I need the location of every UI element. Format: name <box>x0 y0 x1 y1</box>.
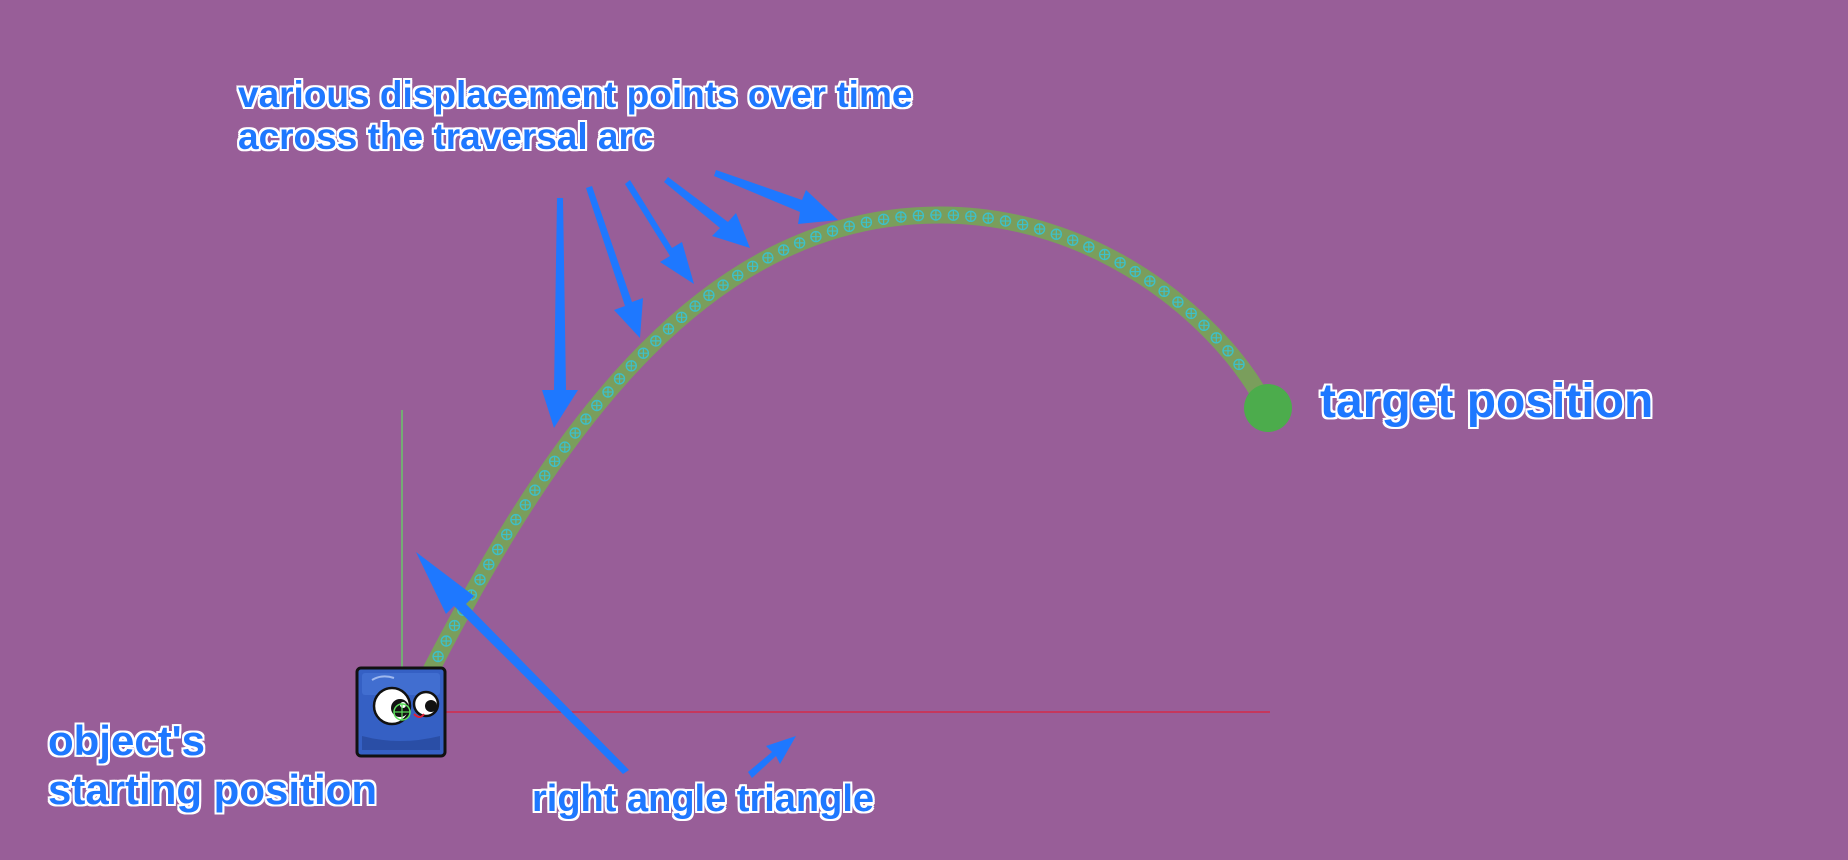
displacement-point-icon <box>717 279 729 291</box>
displacement-point-icon <box>1144 275 1156 287</box>
displacement-point-icon <box>1016 218 1029 231</box>
arrow-1 <box>542 198 578 428</box>
displacement-point-icon <box>860 216 873 229</box>
displacement-point-icon <box>965 210 977 223</box>
arrow-triangle-hypotenuse <box>416 552 629 774</box>
displacement-point-icon <box>843 220 855 233</box>
displacement-point-icon <box>602 386 614 398</box>
displacement-point-icon <box>999 215 1012 227</box>
pointer-arrows <box>416 170 838 778</box>
displacement-point-icon <box>1233 358 1245 371</box>
displacement-point-icon <box>982 212 994 224</box>
displacement-point-icon <box>1129 265 1141 278</box>
displacement-point-icon <box>662 323 675 335</box>
arrow-2 <box>586 186 643 338</box>
displacement-point-icon <box>483 558 495 571</box>
arrow-3 <box>625 180 694 284</box>
displacement-point-icon <box>1033 223 1046 235</box>
displacement-point-icon <box>637 347 650 359</box>
displacement-point-icon <box>675 311 688 323</box>
displacement-point-icon <box>591 399 603 412</box>
displacement-point-icon <box>1198 319 1210 331</box>
displacement-point-icon <box>1172 296 1184 308</box>
displacement-points <box>432 209 1245 663</box>
displacement-points-label: various displacement points over time ac… <box>238 74 912 158</box>
displacement-point-icon <box>930 209 942 221</box>
displacement-point-icon <box>689 300 701 312</box>
target-position-label: target position <box>1320 375 1654 428</box>
starting-position-label-line-2: starting position <box>48 766 377 814</box>
displacement-point-icon <box>1050 228 1063 240</box>
displacement-point-icon <box>492 543 504 556</box>
displacement-point-icon <box>1083 241 1095 253</box>
starting-position-label-line-1: object's <box>48 717 206 764</box>
displacement-point-icon <box>432 650 444 663</box>
displacement-points-label-line-2: across the traversal arc <box>238 115 654 157</box>
traversal-arc <box>421 206 1267 681</box>
displacement-point-icon <box>1158 285 1170 297</box>
arrow-5 <box>714 170 838 224</box>
displacement-point-icon <box>1098 248 1111 261</box>
displacement-point-icon <box>448 619 461 632</box>
target-dot <box>1244 384 1292 432</box>
displacement-point-icon <box>510 513 522 526</box>
displacement-point-icon <box>625 360 637 372</box>
displacement-point-icon <box>1185 307 1197 320</box>
start-object-icon <box>355 666 447 758</box>
displacement-point-icon <box>912 209 925 222</box>
displacement-point-icon <box>440 635 452 647</box>
displacement-point-icon <box>777 244 790 256</box>
displacement-point-icon <box>895 211 907 223</box>
displacement-point-icon <box>877 213 890 226</box>
displacement-point-icon <box>613 373 626 385</box>
arrow-4 <box>664 177 750 248</box>
displacement-point-icon <box>548 455 561 467</box>
displacement-point-icon <box>1114 257 1126 269</box>
displacement-point-icon <box>703 289 715 301</box>
displacement-point-icon <box>793 237 806 249</box>
displacement-point-icon <box>762 252 774 264</box>
displacement-point-icon <box>810 230 822 243</box>
displacement-point-icon <box>474 574 486 586</box>
displacement-point-icon <box>826 225 839 237</box>
displacement-point-icon <box>650 335 662 347</box>
displacement-point-icon <box>559 441 571 453</box>
displacement-point-icon <box>947 209 960 221</box>
displacement-points-label-line-1: various displacement points over time <box>238 74 913 115</box>
displacement-point-icon <box>529 484 541 496</box>
displacement-point-icon <box>1222 345 1234 357</box>
displacement-point-icon <box>1066 234 1079 246</box>
displacement-point-icon <box>539 470 551 482</box>
arrow-triangle-small <box>748 736 796 778</box>
displacement-point-icon <box>732 269 744 282</box>
displacement-point-icon <box>501 528 513 541</box>
displacement-point-icon <box>519 499 531 511</box>
displacement-point-icon <box>1210 332 1223 344</box>
starting-position-label: object's starting position <box>48 716 377 814</box>
right-angle-triangle-label: right angle triangle <box>532 778 875 820</box>
displacement-point-icon <box>569 427 581 439</box>
displacement-point-icon <box>746 260 759 272</box>
displacement-point-icon <box>580 413 592 425</box>
